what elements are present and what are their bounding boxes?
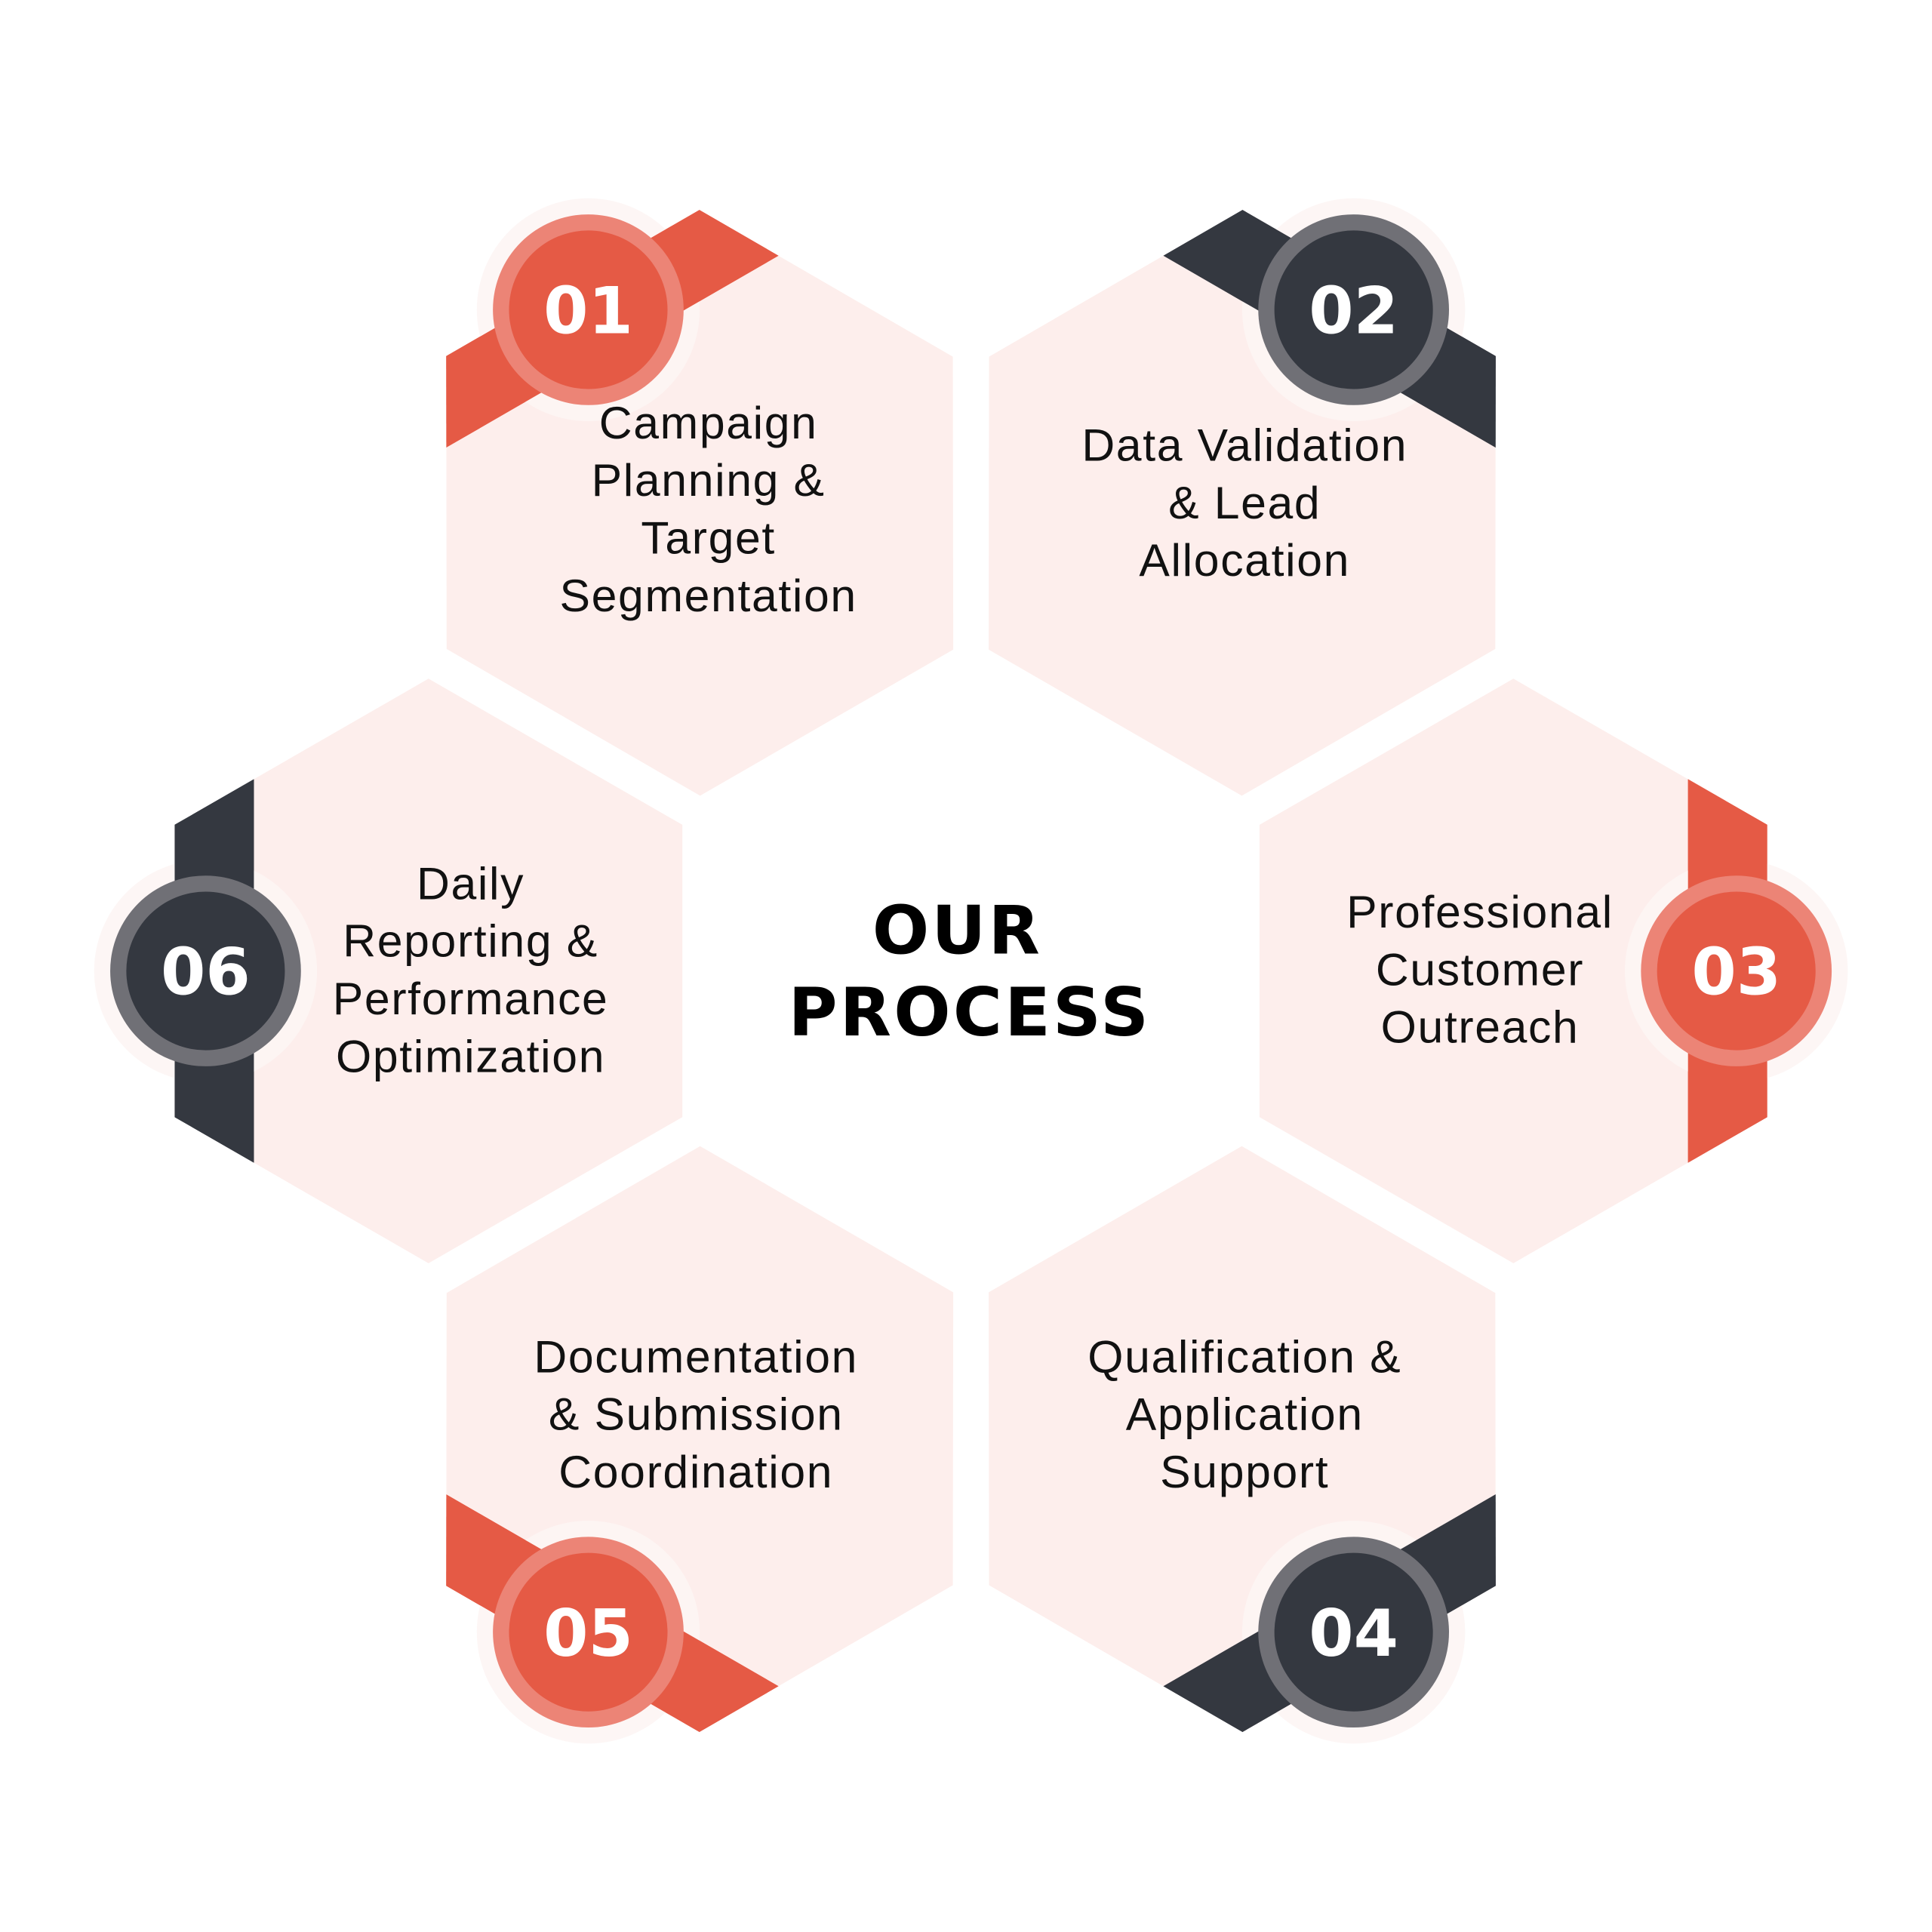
step-label-line: Campaign <box>599 397 818 448</box>
step-number-badge <box>1274 230 1433 389</box>
title-line-1: OUR <box>872 892 1042 970</box>
center-title: OUR PROCESS <box>789 892 1152 1051</box>
title-line-2: PROCESS <box>789 974 1152 1051</box>
step-label-line: Reporting & <box>343 915 598 967</box>
step-label-line: & Submission <box>549 1389 844 1440</box>
step-label-line: Outreach <box>1381 1001 1580 1053</box>
step-number-badge <box>509 1552 668 1712</box>
step-label-line: Professional <box>1346 886 1614 937</box>
hexagon <box>174 678 683 1263</box>
step-label-line: Optimization <box>336 1030 605 1081</box>
step-label-line: Segmentation <box>560 570 857 621</box>
step-number: 05 <box>543 1597 633 1672</box>
step-number-badge <box>1274 1552 1433 1712</box>
step-number: 02 <box>1309 275 1398 349</box>
step-label-line: Documentation <box>534 1331 858 1382</box>
step-label-line: Performance <box>333 973 609 1024</box>
step-label-line: Target <box>641 512 776 564</box>
hexagon <box>1259 678 1767 1263</box>
step-number-badge <box>509 230 668 389</box>
step-number: 03 <box>1691 936 1781 1011</box>
step-label-line: Data Validation <box>1081 419 1407 470</box>
step-label-line: Coordination <box>558 1446 833 1497</box>
step-label-line: Planning & <box>592 454 826 506</box>
step-number: 01 <box>543 275 633 349</box>
step-number-badge <box>1657 891 1816 1051</box>
step-label-line: Daily <box>417 857 525 909</box>
step-label-line: Application <box>1126 1389 1364 1440</box>
step-label-line: Customer <box>1376 943 1584 995</box>
step-number-badge <box>126 891 285 1051</box>
step-label-line: Allocation <box>1139 534 1350 586</box>
step-number: 04 <box>1309 1597 1398 1672</box>
step-number: 06 <box>161 936 251 1011</box>
step-label-line: Qualification & <box>1088 1331 1401 1382</box>
step-label-line: Support <box>1160 1446 1329 1497</box>
step-label-line: & Lead <box>1168 477 1321 528</box>
